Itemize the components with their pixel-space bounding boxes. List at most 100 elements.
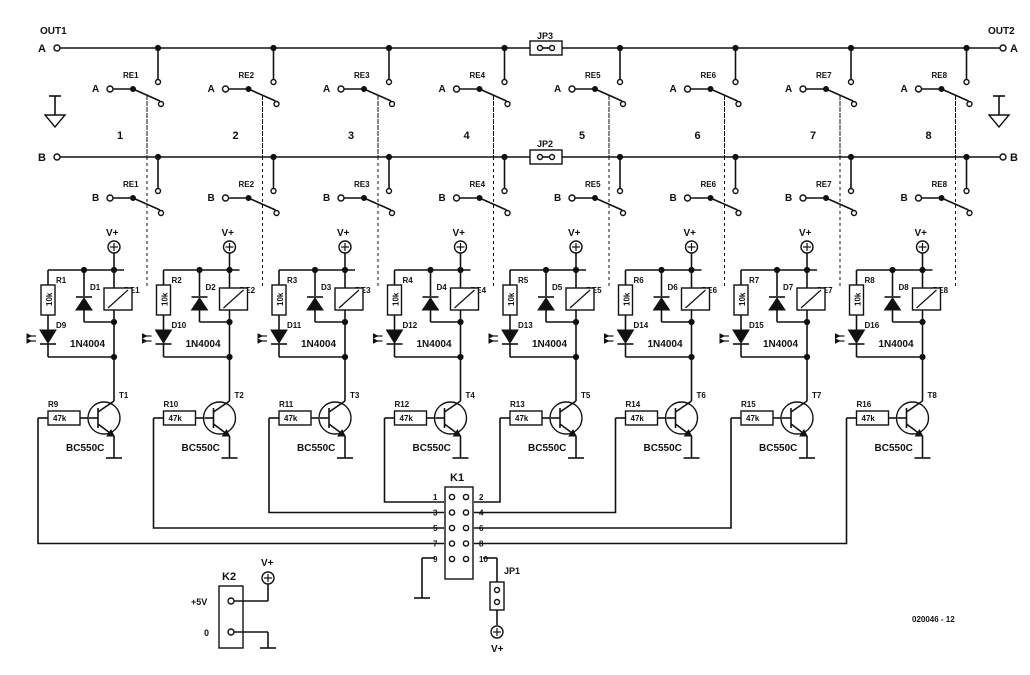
transistor-label: T3 <box>350 391 360 400</box>
r-base-value: 47k <box>53 414 67 423</box>
switch-b-contact-no <box>154 187 162 195</box>
switch-a-terminal <box>568 85 576 93</box>
transistor-part: BC550C <box>644 443 682 454</box>
switch-b-blade <box>363 197 392 211</box>
switch-b-junction <box>732 153 739 161</box>
k1-wire-channel-8 <box>474 418 848 545</box>
switch-a-contact-no <box>847 78 855 86</box>
switch-b-blade <box>594 197 623 211</box>
switch-a-junction <box>616 44 624 52</box>
r-base-label: R12 <box>395 400 410 409</box>
switch-a-contact-no <box>154 78 162 86</box>
led-label: D13 <box>518 321 533 330</box>
k1-pin-right-hole <box>462 509 470 516</box>
switch-b-contact-nc <box>157 209 165 217</box>
switch-b-contact-nc <box>735 209 742 217</box>
switch-a-label: A <box>92 84 99 95</box>
switch-a-contact-nc <box>735 100 742 108</box>
led-label: D16 <box>865 321 880 330</box>
switch-a-junction <box>501 44 508 52</box>
switch-a-junction <box>270 44 277 52</box>
r-base-value: 47k <box>400 414 414 423</box>
k1-pin-left-hole <box>448 493 456 501</box>
switch-a-junction <box>385 44 393 52</box>
switch-a-relay-label: RE6 <box>701 71 717 80</box>
k1-pin-left: 1 <box>433 493 438 502</box>
r-top-value: 10k <box>45 292 54 306</box>
switch-a-relay-label: RE1 <box>123 71 139 80</box>
k1-wire-channel-1 <box>37 418 444 545</box>
switch-a-terminal <box>106 85 114 93</box>
switch-a-label: A <box>554 84 561 95</box>
channel-number: 6 <box>695 130 701 142</box>
d-flyback-part: 1N4004 <box>186 339 221 350</box>
channel-number: 4 <box>464 130 471 142</box>
r-base-value: 47k <box>169 414 183 423</box>
switch-a-contact-no <box>732 78 739 86</box>
switch-a-label: A <box>901 84 908 95</box>
transistor-part: BC550C <box>182 443 220 454</box>
switch-a-terminal <box>914 85 923 93</box>
led-icon <box>154 329 173 344</box>
switch-a-contact-no <box>270 78 277 86</box>
diode-icon <box>421 297 440 311</box>
transistor-part: BC550C <box>875 443 913 454</box>
r-top-label: R3 <box>287 276 298 285</box>
r-top-value: 10k <box>738 292 747 306</box>
switch-b-blade <box>825 197 854 211</box>
led-label: D12 <box>403 321 418 330</box>
switch-b-contact-nc <box>850 209 858 217</box>
k1-pin-right-hole <box>462 493 470 501</box>
switch-a-label: A <box>208 84 215 95</box>
switch-b-contact-no <box>732 187 739 195</box>
channel-number: 5 <box>579 130 585 142</box>
switch-b-blade <box>710 197 738 211</box>
supply-label: V+ <box>453 228 466 239</box>
d-flyback-part: 1N4004 <box>70 339 105 350</box>
switch-a-contact-nc <box>619 100 627 108</box>
k2-label: K2 <box>222 571 236 583</box>
switch-b-relay-label: RE1 <box>123 180 139 189</box>
channel-number: 3 <box>348 130 354 142</box>
switch-a-contact-nc <box>273 100 280 108</box>
switch-b-terminal <box>337 194 345 202</box>
r-base-label: R16 <box>857 400 872 409</box>
k1-wire-channel-2 <box>152 418 444 529</box>
k1-wire-channel-5 <box>474 418 501 503</box>
switch-a-label: A <box>323 84 330 95</box>
switch-a-relay-label: RE2 <box>239 71 255 80</box>
channel-6: 6ARE6BRE6V+R610kD14D61N4004RE6R1447kT6BC… <box>604 44 742 459</box>
r-base-value: 47k <box>515 414 529 423</box>
terminal-a-right <box>999 44 1007 52</box>
d-flyback-part: 1N4004 <box>648 339 683 350</box>
k1-wire-channel-7 <box>474 418 732 529</box>
switch-b-contact-no <box>385 187 393 195</box>
bus-a-right-label: A <box>1010 43 1018 55</box>
switch-b-label: B <box>323 193 330 204</box>
switch-b-terminal <box>106 194 114 202</box>
transistor-label: T7 <box>812 391 822 400</box>
k1-connector <box>444 486 474 580</box>
switch-b-terminal <box>914 194 923 202</box>
k1-pin-right-hole <box>462 555 470 563</box>
supply-label: V+ <box>915 228 928 239</box>
led-label: D10 <box>172 321 187 330</box>
k1-pin-right: 10 <box>479 555 488 564</box>
switch-a-relay-label: RE8 <box>932 71 948 80</box>
r-base-label: R13 <box>510 400 525 409</box>
static-wiring: OUT1 OUT2 A A JP3 B B JP2 <box>38 26 1018 655</box>
switch-b-relay-label: RE7 <box>816 180 832 189</box>
r-base-value: 47k <box>631 414 645 423</box>
switch-b-junction <box>270 153 277 161</box>
led-label: D9 <box>56 321 67 330</box>
terminal-b-left <box>53 153 61 161</box>
led-label: D14 <box>634 321 649 330</box>
switch-b-blade <box>479 197 507 211</box>
switch-b-contact-nc <box>388 209 396 217</box>
switch-b-contact-nc <box>619 209 627 217</box>
d-flyback-label: D8 <box>899 283 910 292</box>
switch-b-contact-nc <box>273 209 280 217</box>
r-top-value: 10k <box>392 292 401 306</box>
channel-5: 5ARE5BRE5V+R510kD13D51N4004RE5R1347kT5BC… <box>488 44 627 459</box>
